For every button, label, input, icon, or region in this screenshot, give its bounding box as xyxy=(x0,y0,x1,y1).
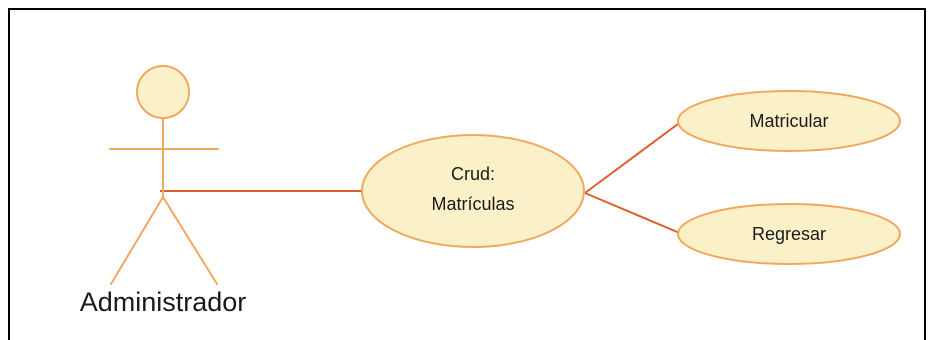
use-case-matricular-ellipse xyxy=(677,90,901,152)
use-case-crud-line1: Crud: xyxy=(451,164,495,184)
actor-head xyxy=(136,65,190,119)
use-case-crud-matriculas: Crud: Matrículas xyxy=(361,134,585,248)
use-case-matricular-label: Matricular xyxy=(749,111,828,131)
use-case-regresar: Regresar xyxy=(677,203,901,265)
use-case-matricular: Matricular xyxy=(677,90,901,152)
association-crud-regresar xyxy=(584,192,683,235)
actor-right-leg xyxy=(162,196,218,285)
diagram-frame xyxy=(8,8,926,340)
use-case-regresar-label: Regresar xyxy=(752,224,826,244)
actor-label: Administrador xyxy=(80,287,247,317)
actor-left-leg xyxy=(110,196,164,285)
association-crud-matricular xyxy=(584,120,683,194)
use-case-crud-line2: Matrículas xyxy=(431,194,514,214)
actor-administrador: Administrador xyxy=(80,65,247,317)
use-case-regresar-ellipse xyxy=(677,203,901,265)
use-case-crud-ellipse xyxy=(361,134,585,248)
